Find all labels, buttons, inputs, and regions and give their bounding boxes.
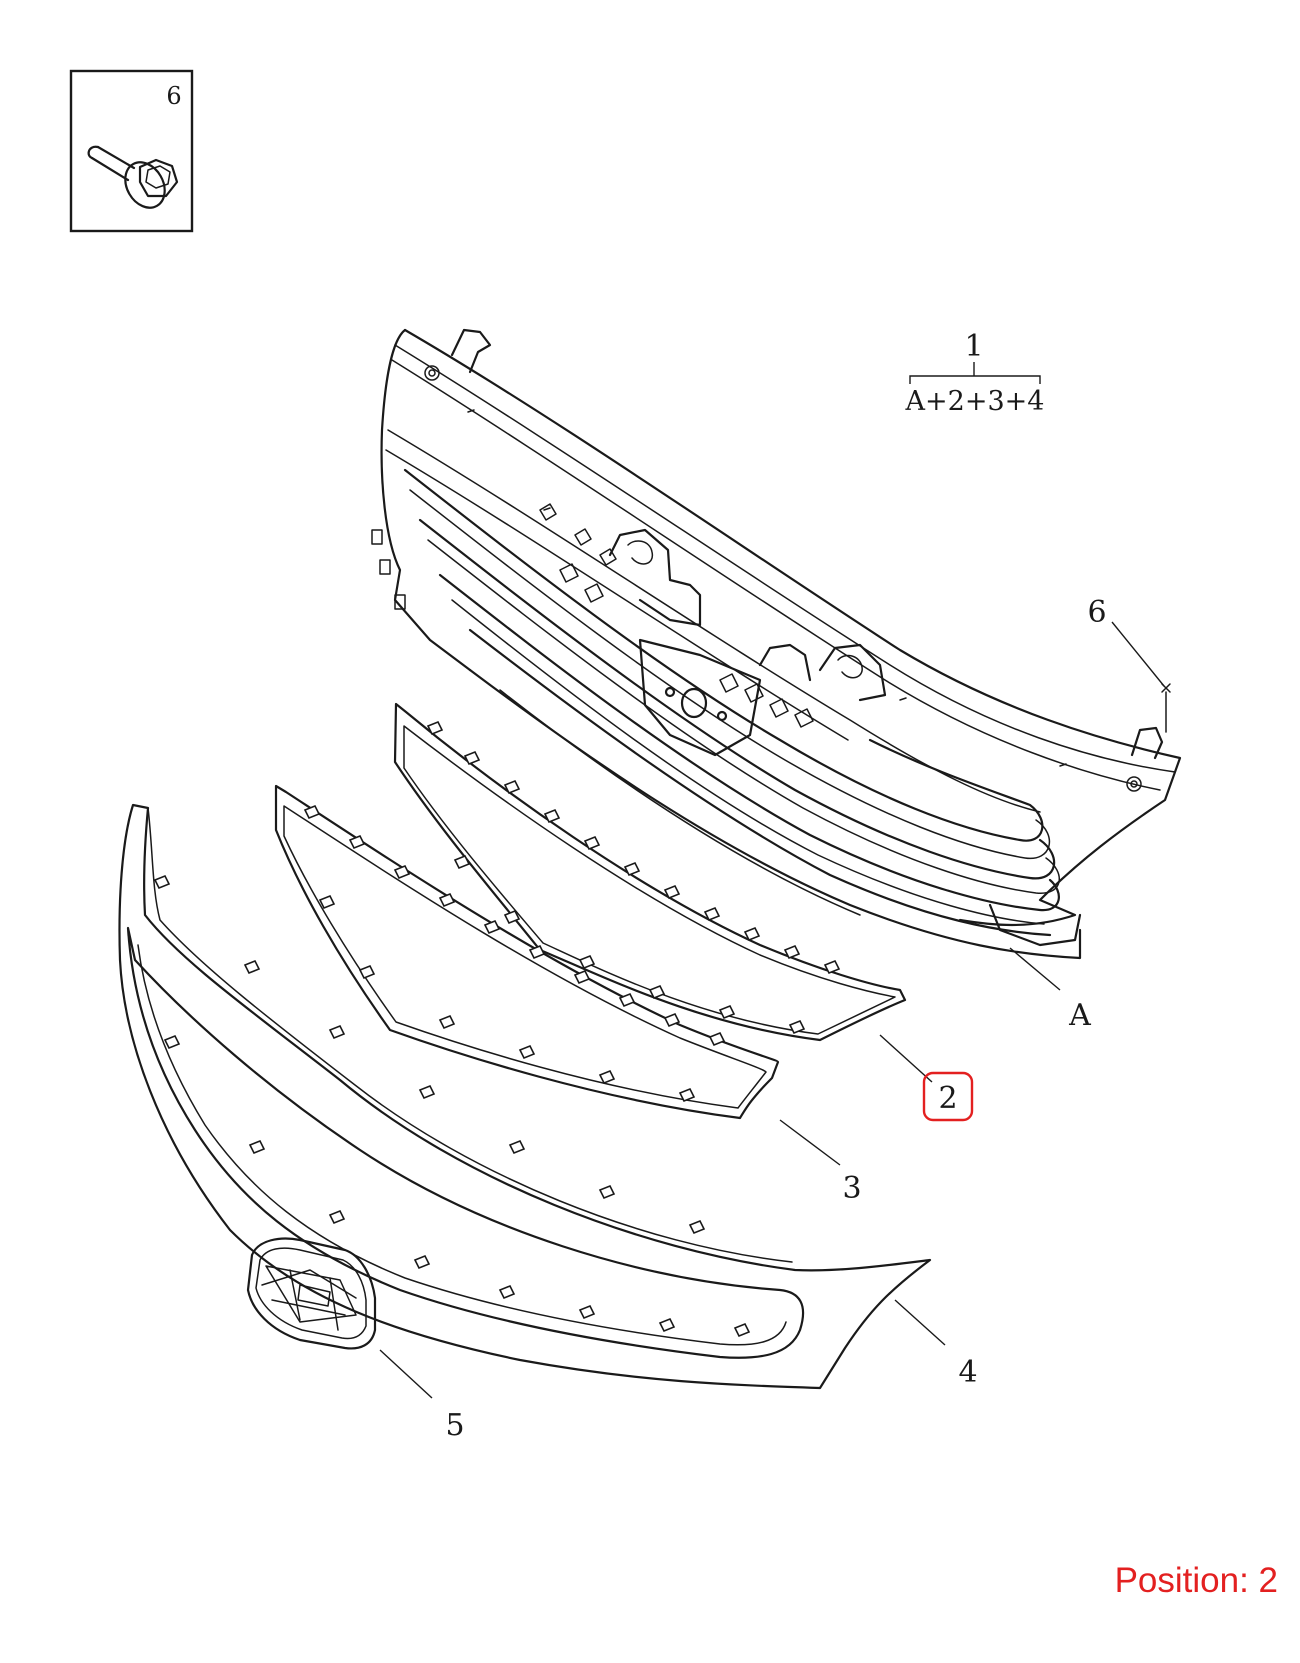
part-2-callout: 2 <box>938 1081 957 1116</box>
bolt-detail-box[interactable]: 6 <box>69 69 194 233</box>
callout-2-group[interactable]: 2 <box>879 1034 974 1122</box>
part-6-callout: 6 <box>1087 595 1106 630</box>
position-label: Position: 2 <box>1114 1561 1278 1600</box>
badge-mount <box>638 638 762 757</box>
callout-4-group[interactable]: 4 <box>894 1299 978 1390</box>
part-A-callout: A <box>1068 998 1091 1033</box>
cross-marker-icon <box>1161 683 1171 693</box>
part-1-callout: 1 <box>964 329 983 364</box>
part-4-callout: 4 <box>958 1355 977 1390</box>
grille-trim-part-3[interactable] <box>274 784 780 1120</box>
grille-frame-part-A[interactable] <box>371 328 1182 960</box>
callout-3-group[interactable]: 3 <box>779 1119 862 1206</box>
grille-trim-part-2[interactable] <box>393 702 907 1042</box>
flange-bolt-icon <box>87 145 179 209</box>
assembly-formula: A+2+3+4 <box>905 386 1045 417</box>
fastener-6-group[interactable]: 6 <box>1087 595 1171 733</box>
part-3-clips <box>303 804 726 1103</box>
part-4-clips <box>153 874 751 1338</box>
grille-surround-part-4[interactable] <box>118 803 932 1390</box>
callout-2-highlight <box>922 1071 974 1122</box>
part-2-clips <box>426 720 841 1035</box>
bolt-box-callout: 6 <box>166 82 181 110</box>
callout-A-group[interactable]: A <box>1009 947 1091 1033</box>
callout-5-group[interactable]: 5 <box>379 1349 465 1443</box>
brand-emblem-icon[interactable] <box>246 1237 377 1350</box>
assembly-callout[interactable]: 1 A+2+3+4 <box>905 329 1045 417</box>
part-3-callout: 3 <box>842 1171 861 1206</box>
part-5-callout: 5 <box>445 1408 464 1443</box>
